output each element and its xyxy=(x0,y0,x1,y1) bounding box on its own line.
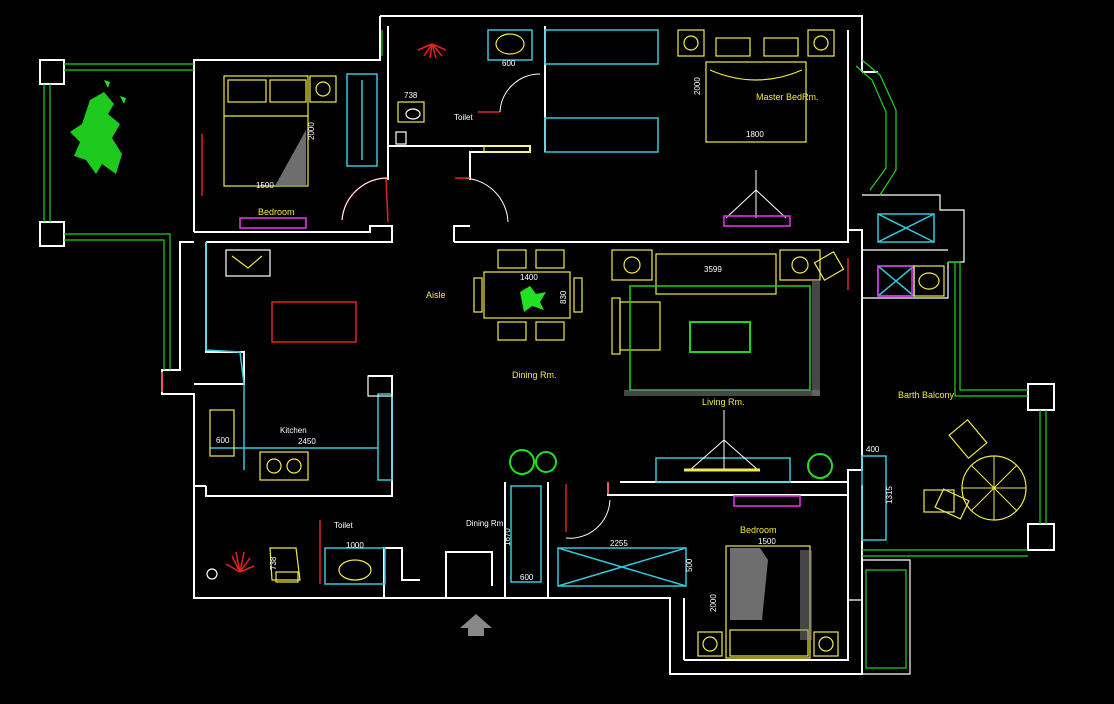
bed-master xyxy=(677,29,835,143)
label-aisle: Aisle xyxy=(426,290,446,300)
label-bedroom-nw: Bedroom xyxy=(258,207,295,217)
furniture xyxy=(70,29,1027,659)
label-toilet-north: Toilet xyxy=(454,113,473,122)
dim-1315: 1315 xyxy=(885,486,894,504)
label-dining: Dining Rm. xyxy=(512,370,557,380)
dim-3599-sofa: 3599 xyxy=(704,265,722,274)
dim-2000-nw: 2000 xyxy=(307,122,316,140)
label-master-bedroom: Master BedRm. xyxy=(756,92,819,102)
dim-1400-table: 1400 xyxy=(520,273,538,282)
toilet-north-fixtures xyxy=(395,33,531,153)
dim-600-top: 600 xyxy=(502,59,516,68)
living-sofa-set xyxy=(611,249,845,396)
dim-1000-bottom: 1000 xyxy=(346,541,364,550)
dim-600-bottom: 600 xyxy=(520,573,534,582)
balcony-umbrella xyxy=(923,418,1027,521)
bed-nw xyxy=(223,75,337,187)
dimension-labels: 600 738 2000 1800 1500 2000 1400 830 359… xyxy=(216,59,894,612)
dining-table xyxy=(473,249,583,341)
toilet-south-fixtures xyxy=(206,547,372,583)
dim-1670: 1670 xyxy=(503,528,512,546)
label-dining-entry: Dining Rm. xyxy=(466,519,506,528)
label-bedroom-south: Bedroom xyxy=(740,525,777,535)
kitchen-fixtures xyxy=(209,249,393,481)
dim-500: 500 xyxy=(685,558,694,572)
room-labels: Master BedRm. Bedroom Bedroom Toilet Toi… xyxy=(258,92,955,535)
dim-738-bottom: 738 xyxy=(269,556,278,570)
windows xyxy=(43,30,1047,669)
walls xyxy=(39,15,1055,675)
dim-2000-south: 2000 xyxy=(709,594,718,612)
bed-south xyxy=(697,545,839,659)
doors xyxy=(161,73,849,584)
label-kitchen: Kitchen xyxy=(280,426,307,435)
dim-2450-kitchen: 2450 xyxy=(298,437,316,446)
dim-1800-master: 1800 xyxy=(746,130,764,139)
label-toilet-south: Toilet xyxy=(334,521,353,530)
dim-1500-nw: 1500 xyxy=(256,181,274,190)
dim-1500-south: 1500 xyxy=(758,537,776,546)
dim-738-top: 738 xyxy=(404,91,418,100)
dim-400: 400 xyxy=(866,445,880,454)
dim-2255: 2255 xyxy=(610,539,628,548)
dim-600-kitchen: 600 xyxy=(216,436,230,445)
label-balcony: Barth Balcony xyxy=(898,390,955,400)
view-indicators xyxy=(689,170,787,471)
cabinets xyxy=(205,29,935,587)
dim-2000-master: 2000 xyxy=(693,77,702,95)
label-living: Living Rm. xyxy=(702,397,745,407)
dim-830-table: 830 xyxy=(559,290,568,304)
plants xyxy=(70,80,833,479)
